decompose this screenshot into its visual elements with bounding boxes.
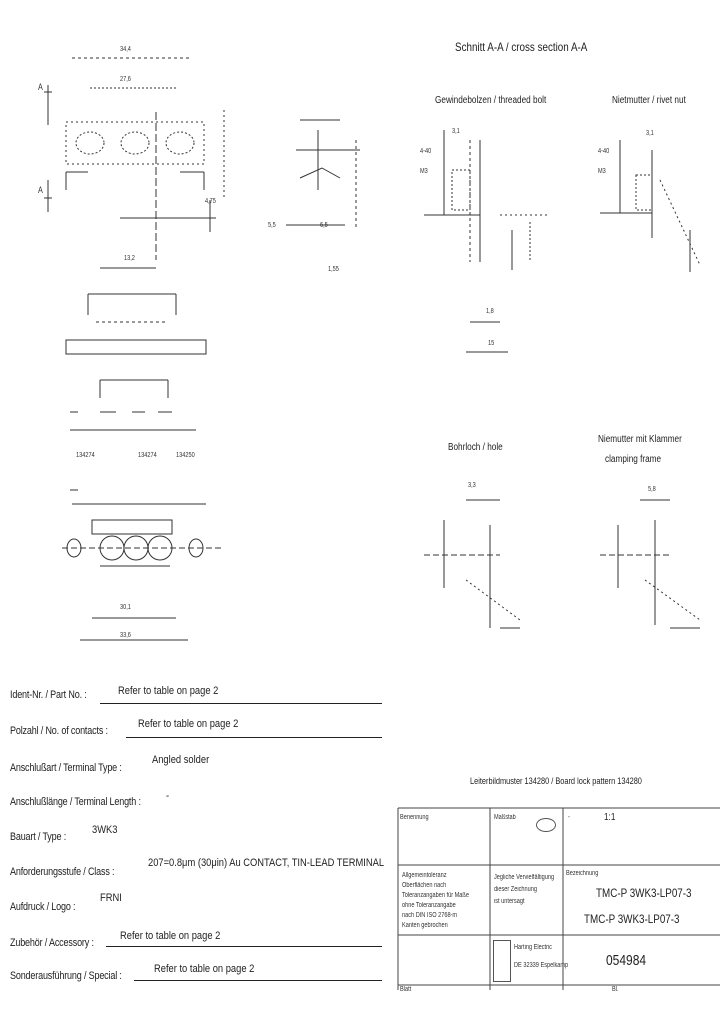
masstab-label: Maßstab <box>494 814 516 821</box>
note-left-5: Kanten gebrochen <box>402 922 448 929</box>
bezeichnung-label: Bezeichnung <box>566 870 599 877</box>
projection-symbol-icon <box>536 818 556 832</box>
blatt-label: Blatt <box>400 986 412 993</box>
dim-3-3: 3,3 <box>468 482 476 489</box>
dim-13-2: 13,2 <box>124 255 135 262</box>
dim-27-6: 27,6 <box>120 76 131 83</box>
pcb-layout <box>62 489 222 641</box>
rivet-nut-section <box>600 140 701 272</box>
dim-5-5: 5,5 <box>268 222 276 229</box>
field-value-accessory: Refer to table on page 2 <box>120 930 221 942</box>
field-value-special: Refer to table on page 2 <box>154 963 255 975</box>
drawing-number: 054984 <box>606 952 647 969</box>
field-value-terminal-length: - <box>166 790 170 802</box>
note-mid-0: Jegliche Vervielfältigung <box>494 874 555 881</box>
field-label-logo: Aufdruck / Logo : <box>10 901 76 913</box>
dim-3-1-b: 3,1 <box>646 130 654 137</box>
title-block-frame <box>397 807 720 990</box>
rivet-nut-label: Nietmutter / rivet nut <box>612 95 686 106</box>
pcb-ref-1: 134274 <box>76 452 95 459</box>
dim-3-1-a: 3,1 <box>452 128 460 135</box>
field-value-terminal-type: Angled solder <box>152 754 210 766</box>
note-left-4: nach DIN ISO 2768-m <box>402 912 458 919</box>
board-pattern-note: Leiterbildmuster 134280 / Board lock pat… <box>470 776 642 786</box>
field-label-special: Sonderausführung / Special : <box>10 970 122 982</box>
dim-4-75: 4,75 <box>205 198 216 205</box>
dim-5-8: 5,8 <box>648 486 656 493</box>
dim-m3-b: M3 <box>598 168 606 175</box>
hole-view <box>424 499 521 629</box>
product-code-1: TMC-P 3WK3-LP07-3 <box>596 886 692 900</box>
product-code-2: TMC-P 3WK3-LP07-3 <box>584 912 680 926</box>
clamp-label-1: Niemutter mit Klammer <box>598 434 682 445</box>
scale-value: 1:1 <box>604 812 616 823</box>
field-value-logo: FRNI <box>100 892 122 904</box>
pcb-ref-3: 134250 <box>176 452 195 459</box>
note-left-1: Oberflächen nach <box>402 882 447 889</box>
scale-label: - <box>568 814 570 821</box>
field-label-accessory: Zubehör / Accessory : <box>10 937 94 949</box>
note-left-0: Allgemeintoleranz <box>402 872 447 879</box>
dim-1-8: 1,8 <box>486 308 494 315</box>
small-detail <box>466 321 508 353</box>
connector-top-view <box>65 293 207 431</box>
threaded-bolt-label: Gewindebolzen / threaded bolt <box>435 95 547 106</box>
section-mark-a-bottom: A <box>38 185 43 195</box>
threaded-bolt-section <box>424 130 548 270</box>
pcb-ref-2: 134274 <box>138 452 157 459</box>
bl-label: Bl. <box>612 986 619 993</box>
field-label-terminal-length: Anschlußlänge / Terminal Length : <box>10 796 141 808</box>
dim-m3-a: M3 <box>420 168 428 175</box>
section-mark-a-top: A <box>38 82 43 92</box>
dim-1-55: 1,55 <box>328 266 339 273</box>
clamp-view <box>600 499 701 629</box>
dim-4-40-b: 4-40 <box>598 148 610 155</box>
dim-30-1: 30,1 <box>120 604 131 611</box>
connector-front-view <box>44 57 225 269</box>
company-logo-icon <box>493 940 511 982</box>
dim-33-6: 33,6 <box>120 632 131 639</box>
company-name: Harting Electric <box>514 944 552 951</box>
note-mid-1: dieser Zeichnung <box>494 886 537 893</box>
clamp-label-2: clamping frame <box>605 454 662 465</box>
dim-15: 15 <box>488 340 495 347</box>
note-left-2: Toleranzangaben für Maße <box>402 892 469 899</box>
field-label-class: Anforderungsstufe / Class : <box>10 866 115 878</box>
connector-side-view <box>286 119 360 228</box>
benennung-label: Benennung <box>400 814 429 821</box>
section-title: Schnitt A-A / cross section A-A <box>455 40 588 54</box>
note-mid-2: ist untersagt <box>494 898 525 905</box>
field-label-type: Bauart / Type : <box>10 831 67 843</box>
field-value-part-no: Refer to table on page 2 <box>118 685 219 697</box>
field-value-class: 207=0.8μm (30μin) Au CONTACT, TIN-LEAD T… <box>148 857 385 869</box>
field-value-type: 3WK3 <box>92 824 118 836</box>
hole-label: Bohrloch / hole <box>448 442 503 453</box>
field-value-contacts: Refer to table on page 2 <box>138 718 239 730</box>
company-address: DE 32339 Espelkamp <box>514 962 569 969</box>
field-label-contacts: Polzahl / No. of contacts : <box>10 725 108 737</box>
field-label-terminal-type: Anschlußart / Terminal Type : <box>10 762 122 774</box>
field-label-part-no: Ident-Nr. / Part No. : <box>10 689 87 701</box>
note-left-3: ohne Toleranzangabe <box>402 902 456 909</box>
dim-34-4: 34,4 <box>120 46 131 53</box>
dim-4-40-a: 4-40 <box>420 148 432 155</box>
dim-6-5: 6,5 <box>320 222 328 229</box>
